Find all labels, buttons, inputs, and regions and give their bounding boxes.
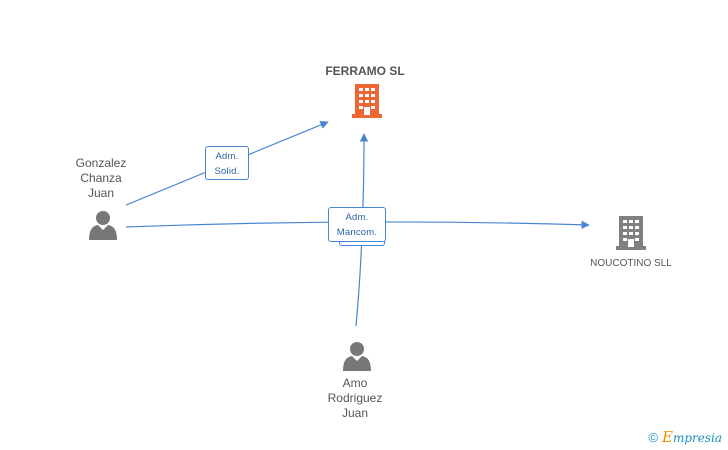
company-name: NOUCOTINO SLL bbox=[590, 258, 672, 269]
edge-label-line: Adm. bbox=[215, 151, 239, 162]
person-name-line: Gonzalez bbox=[75, 156, 127, 170]
brand-rest: mpresia bbox=[672, 431, 722, 445]
building-icon bbox=[352, 84, 382, 118]
edge-label-line: Solid. bbox=[214, 166, 240, 177]
company-label-noucotino[interactable]: NOUCOTINO SLL bbox=[576, 256, 686, 271]
person-name-line: Chanza bbox=[80, 171, 122, 185]
person-name-line: Amo bbox=[342, 376, 368, 390]
person-icon bbox=[343, 342, 371, 371]
person-label-gonzalez[interactable]: Gonzalez Chanza Juan bbox=[56, 156, 146, 201]
copyright-symbol: © bbox=[648, 430, 658, 445]
company-label-ferramo[interactable]: FERRAMO SL bbox=[310, 64, 420, 79]
building-icon bbox=[616, 216, 646, 250]
person-label-amo[interactable]: Amo Rodriguez Juan bbox=[310, 376, 400, 421]
edge-label-adm-solid[interactable]: Adm. Solid. bbox=[205, 146, 249, 180]
edge-label-line: Adm. bbox=[345, 212, 369, 223]
brand-initial: E bbox=[661, 428, 673, 446]
person-name-line: Juan bbox=[341, 406, 369, 420]
edge-label-adm-mancom[interactable]: Adm. Mancom. bbox=[328, 207, 386, 242]
person-icon bbox=[89, 211, 117, 240]
person-name-line: Rodriguez bbox=[327, 391, 383, 405]
person-name-line: Juan bbox=[87, 186, 115, 200]
edge-label-line: Mancom. bbox=[336, 227, 378, 238]
empresia-watermark: ©Empresia bbox=[648, 428, 722, 446]
company-name: FERRAMO SL bbox=[325, 64, 405, 78]
